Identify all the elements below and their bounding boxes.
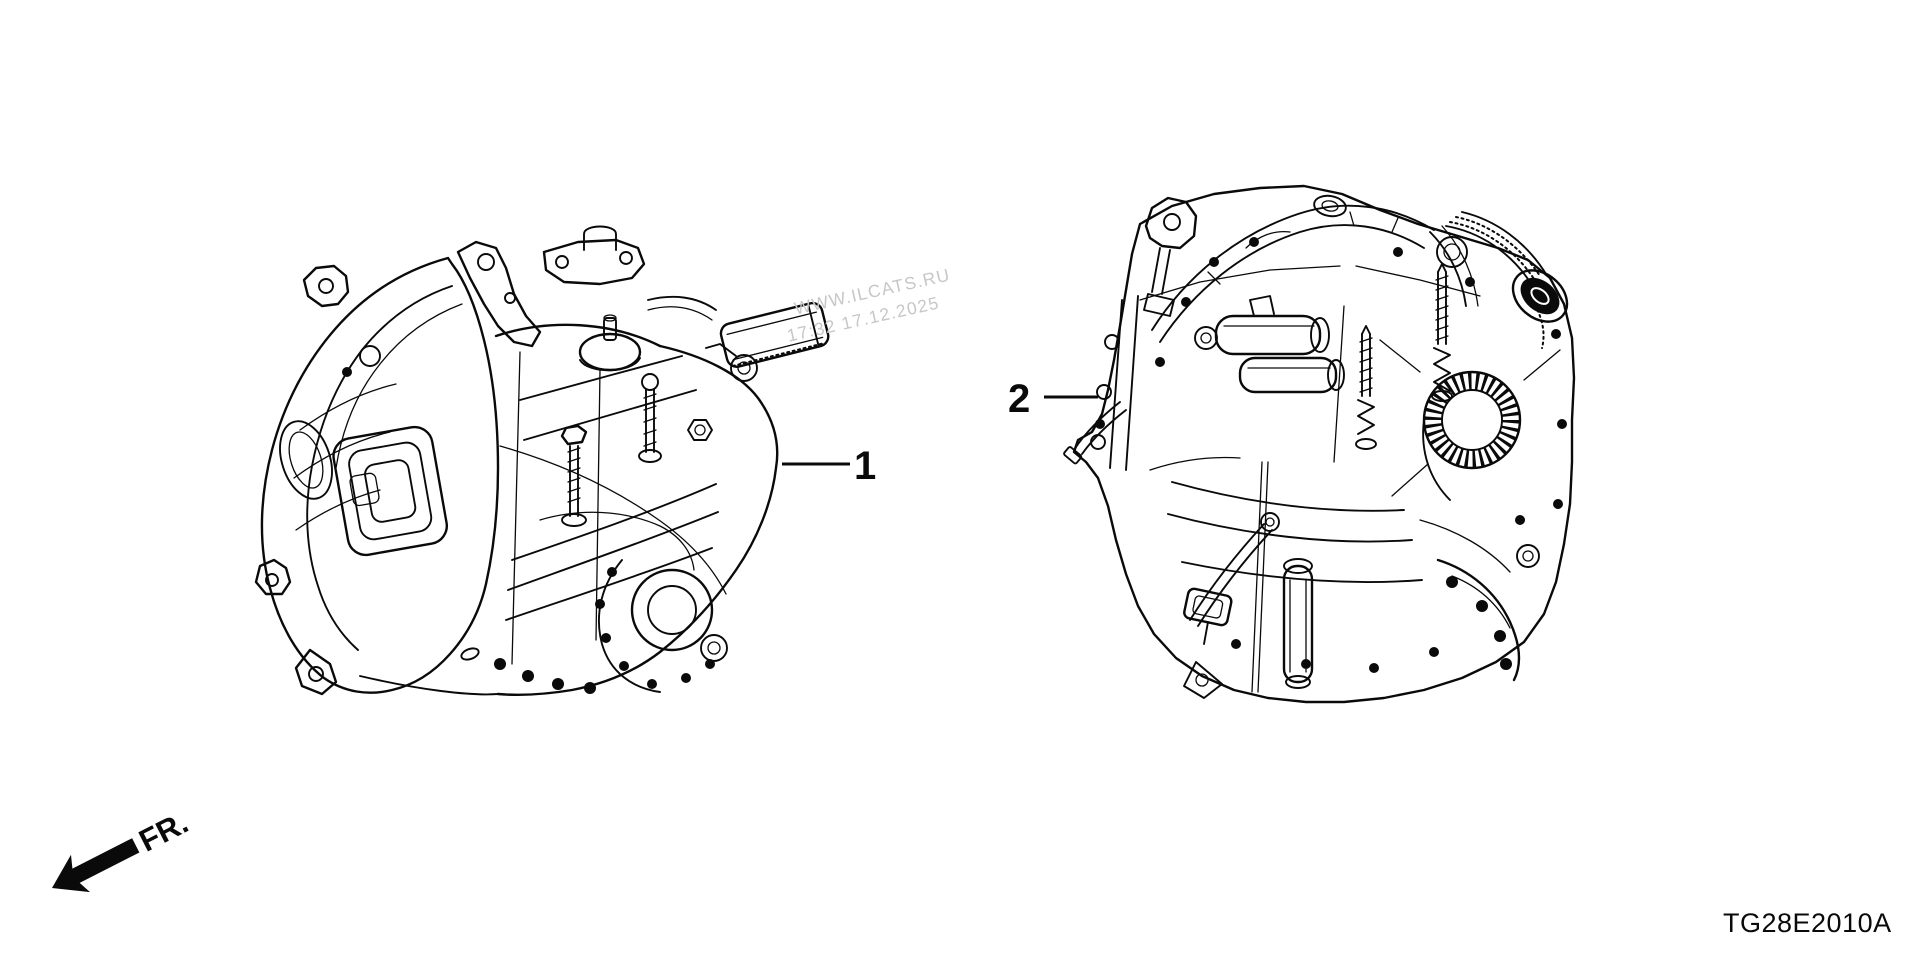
fr-arrow-icon (52, 838, 140, 893)
fr-direction-label: FR. (133, 805, 193, 859)
harness-connector-cap (1511, 269, 1569, 323)
mount-pad (332, 425, 449, 557)
control-linkage (1183, 512, 1314, 699)
end-cover (595, 559, 728, 693)
fr-direction-indicator: FR. (52, 805, 194, 893)
transmission-assembly-1-drawing (254, 225, 830, 696)
bell-bolt-hole (359, 345, 381, 367)
callout-2-label[interactable]: 2 (1008, 377, 1031, 421)
top-bracket (456, 240, 542, 348)
stud-bolt (1355, 325, 1377, 450)
threaded-stud (560, 424, 588, 527)
case-outline (1072, 184, 1576, 704)
diagram-code: TG28E2010A (1723, 908, 1892, 938)
transmission-assembly-2-drawing (1063, 184, 1576, 704)
side-cover (1436, 544, 1540, 682)
dipstick-tube (1063, 401, 1127, 465)
gear-case-outline (496, 344, 779, 696)
threaded-stud (638, 373, 662, 463)
solenoid-valves (1194, 295, 1345, 394)
finned-rotor-ring (1422, 370, 1522, 470)
callout-1-label[interactable]: 1 (854, 444, 877, 488)
bell-housing-outline (260, 256, 500, 694)
